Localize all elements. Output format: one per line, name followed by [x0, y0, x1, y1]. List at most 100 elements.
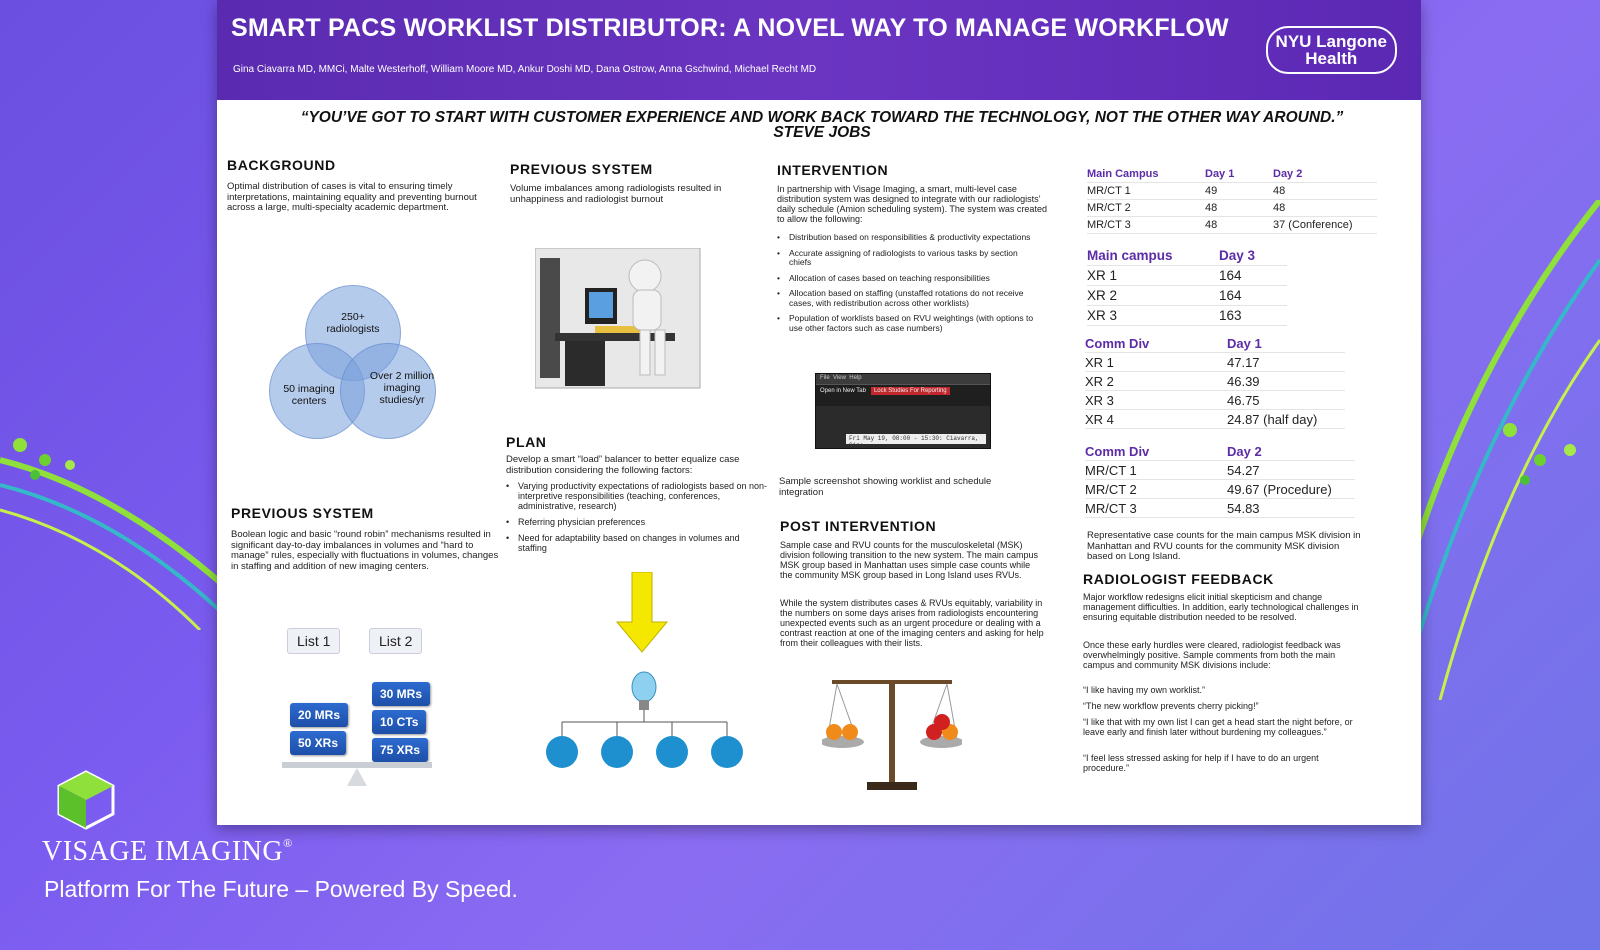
table-row: MR/CT 1 49 48 — [1087, 183, 1377, 200]
table-cell: MR/CT 2 — [1087, 202, 1131, 214]
list-2-item: 30 MRs — [372, 682, 431, 706]
table-row: XR 3 163 — [1087, 306, 1287, 326]
table-cell: XR 2 — [1085, 373, 1114, 389]
community-day1-table: Comm Div Day 1 XR 1 47.17 XR 2 46.39 XR … — [1085, 334, 1345, 429]
intervention-bullet: Allocation based on staffing (unstaffed … — [777, 288, 1042, 308]
poster-title: SMART PACS WORKLIST DISTRIBUTOR: A NOVEL… — [231, 14, 1229, 42]
venn-label-studies: Over 2 million imaging studies/yr — [369, 370, 435, 406]
feedback-p1: Major workflow redesigns elicit initial … — [1083, 592, 1359, 622]
lock-studies-button: Lock Studies For Reporting — [870, 387, 950, 395]
quote-author: STEVE JOBS — [773, 124, 871, 141]
table-cell: MR/CT 3 — [1085, 500, 1137, 516]
table-cell: 164 — [1219, 268, 1242, 283]
table-cell: MR/CT 1 — [1085, 462, 1137, 478]
table-cell: 37 (Conference) — [1273, 219, 1353, 231]
table-cell: 163 — [1219, 308, 1242, 323]
list-2-label: List 2 — [369, 628, 423, 654]
nyu-langone-logo: NYU Langone Health — [1265, 26, 1397, 74]
menu-file: File — [820, 375, 830, 381]
registered-mark: ® — [283, 836, 293, 850]
table-header: Main campus Day 3 — [1087, 246, 1287, 266]
table-cell: 54.27 — [1227, 462, 1260, 478]
plan-bullet: Need for adaptability based on changes i… — [506, 533, 768, 553]
menu-help: Help — [849, 375, 862, 381]
table-cell: 54.83 — [1227, 500, 1260, 516]
table-cell: 49.67 (Procedure) — [1227, 481, 1332, 497]
screenshot-schedule-row: Fri May 19, 08:00 - 15:30: Ciavarra, Gin… — [846, 434, 986, 449]
table-row: MR/CT 2 48 48 — [1087, 200, 1377, 217]
intervention-bullet: Distribution based on responsibilities &… — [777, 232, 1042, 243]
previous-system-heading-mid: PREVIOUS SYSTEM — [510, 161, 653, 177]
screenshot-caption: Sample screenshot showing worklist and s… — [779, 476, 992, 498]
table-header: Main Campus Day 1 Day 2 — [1087, 166, 1377, 183]
table-cell: MR/CT 2 — [1085, 481, 1137, 497]
intervention-bullet: Accurate assigning of radiologists to va… — [777, 248, 1042, 268]
table-cell: 48 — [1205, 219, 1218, 231]
table-row: MR/CT 2 49.67 (Procedure) — [1085, 480, 1355, 499]
plan-text: Develop a smart “load” balancer to bette… — [506, 454, 740, 476]
distribution-illustration — [546, 572, 743, 768]
feedback-p2: Once these early hurdles were cleared, r… — [1083, 640, 1341, 670]
table-header-cell: Day 3 — [1219, 248, 1256, 263]
table-header-cell: Day 2 — [1273, 168, 1303, 180]
quote: “YOU’VE GOT TO START WITH CUSTOMER EXPER… — [247, 109, 1397, 141]
intervention-bullet: Population of worklists based on RVU wei… — [777, 313, 1042, 333]
table-cell: XR 1 — [1087, 268, 1118, 283]
table-cell: 46.39 — [1227, 373, 1260, 389]
table-row: XR 2 164 — [1087, 286, 1287, 306]
plan-bullet: Varying productivity expectations of rad… — [506, 481, 768, 511]
table-header-cell: Day 1 — [1227, 335, 1262, 351]
feedback-quote: “I feel less stressed asking for help if… — [1083, 753, 1319, 773]
plan-bullet: Referring physician preferences — [506, 517, 768, 527]
logo-line-2: Health — [1305, 49, 1358, 68]
table-row: MR/CT 1 54.27 — [1085, 461, 1355, 480]
table-row: MR/CT 3 48 37 (Conference) — [1087, 217, 1377, 234]
table-header-cell: Comm Div — [1085, 335, 1150, 351]
table-cell: 48 — [1273, 202, 1286, 214]
poster: SMART PACS WORKLIST DISTRIBUTOR: A NOVEL… — [217, 0, 1421, 825]
community-day2-table: Comm Div Day 2 MR/CT 1 54.27 MR/CT 2 49.… — [1085, 442, 1355, 518]
list-2-item: 75 XRs — [372, 738, 429, 762]
brand-name: VISAGE IMAGING — [42, 836, 284, 867]
table-row: XR 3 46.75 — [1085, 391, 1345, 410]
table-row: XR 1 164 — [1087, 266, 1287, 286]
burnout-figure-illustration — [535, 248, 701, 389]
tables-caption: Representative case counts for the main … — [1087, 530, 1361, 562]
table-cell: XR 4 — [1085, 411, 1114, 427]
table-cell: 48 — [1205, 202, 1218, 214]
table-header-cell: Day 2 — [1227, 443, 1262, 459]
feedback-quote: “I like having my own worklist.” — [1083, 685, 1206, 695]
table-cell: MR/CT 3 — [1087, 219, 1131, 231]
visage-imaging-logo: VISAGE IMAGING® — [42, 836, 293, 868]
list-1-item: 50 XRs — [290, 731, 347, 755]
venn-circle-right — [340, 343, 436, 439]
visage-cube-icon — [57, 770, 115, 830]
post-intervention-text-2: While the system distributes cases & RVU… — [780, 598, 1044, 648]
main-campus-xr-table: Main campus Day 3 XR 1 164 XR 2 164 XR 3… — [1087, 246, 1287, 326]
table-header: Comm Div Day 2 — [1085, 442, 1355, 461]
menu-view: View — [833, 375, 846, 381]
plan-bullets: Varying productivity expectations of rad… — [506, 481, 768, 559]
plan-heading: PLAN — [506, 434, 547, 450]
previous-system-heading-left: PREVIOUS SYSTEM — [231, 505, 374, 521]
poster-authors: Gina Ciavarra MD, MMCi, Malte Westerhoff… — [233, 64, 817, 75]
venn-label-centers: 50 imaging centers — [283, 383, 335, 407]
screenshot-toolbar: Open in New Tab Lock Studies For Reporti… — [816, 384, 990, 406]
intervention-heading: INTERVENTION — [777, 162, 889, 178]
table-cell: 46.75 — [1227, 392, 1260, 408]
table-header-cell: Comm Div — [1085, 443, 1150, 459]
intervention-bullet: Allocation of cases based on teaching re… — [777, 273, 1042, 284]
tagline: Platform For The Future – Powered By Spe… — [44, 876, 518, 902]
table-header-cell: Main campus — [1087, 248, 1173, 263]
quote-text: “YOU’VE GOT TO START WITH CUSTOMER EXPER… — [300, 109, 1344, 126]
table-row: MR/CT 3 54.83 — [1085, 499, 1355, 518]
previous-system-text-mid: Volume imbalances among radiologists res… — [510, 183, 722, 205]
worklist-screenshot: File View Help Open in New Tab Lock Stud… — [815, 373, 991, 449]
table-row: XR 2 46.39 — [1085, 372, 1345, 391]
open-new-tab-button: Open in New Tab — [820, 388, 866, 394]
post-intervention-heading: POST INTERVENTION — [780, 518, 937, 534]
table-cell: XR 1 — [1085, 354, 1114, 370]
feedback-heading: RADIOLOGIST FEEDBACK — [1083, 571, 1274, 587]
table-row: XR 4 24.87 (half day) — [1085, 410, 1345, 429]
seesaw-icon — [282, 762, 432, 786]
